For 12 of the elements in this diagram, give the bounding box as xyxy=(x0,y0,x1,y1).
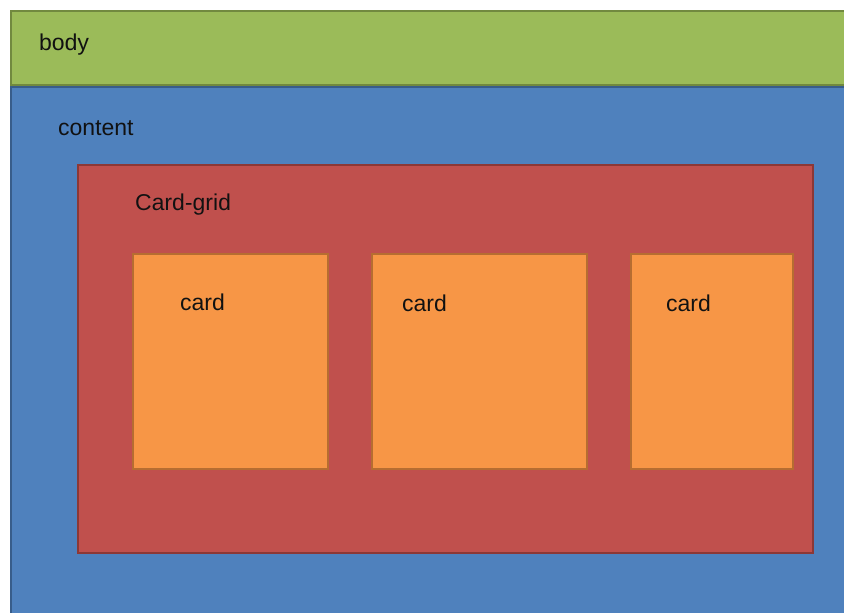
box-label: card xyxy=(666,292,711,315)
box-label: content xyxy=(58,116,134,139)
card-box xyxy=(630,253,794,470)
box-label: body xyxy=(39,31,89,54)
box-label: card xyxy=(402,292,447,315)
grid-panel xyxy=(77,164,814,554)
card-box xyxy=(371,253,588,470)
box-label: Card-grid xyxy=(135,191,231,214)
content-panel xyxy=(10,86,844,613)
box-label: card xyxy=(180,291,225,314)
card-box xyxy=(132,253,329,470)
header-band xyxy=(10,10,844,86)
